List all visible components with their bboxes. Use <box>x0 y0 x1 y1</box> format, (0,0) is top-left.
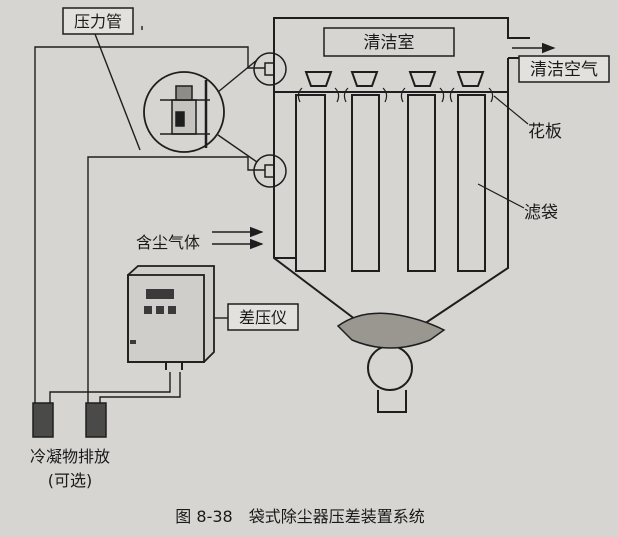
condensate-pot-left <box>32 402 54 438</box>
dusty-gas-label: 含尘气体 <box>136 233 200 252</box>
condensate-pot-right <box>85 402 107 438</box>
tap-fitting-detail <box>160 80 210 148</box>
dp-meter-label-box <box>227 303 299 331</box>
tap-zoom-circle-lower <box>253 154 287 188</box>
inlet-arrows <box>212 226 264 250</box>
flower-plate-label: 花板 <box>528 122 562 142</box>
dp-meter-display <box>146 289 174 299</box>
clean-air-label-box <box>518 55 610 83</box>
nozzle-1 <box>304 71 333 87</box>
condensate-label: 冷凝物排放 <box>30 447 110 466</box>
pressure-pipes <box>34 15 265 403</box>
nozzle-2 <box>350 71 379 87</box>
pressure-pipe-label-box <box>62 7 134 35</box>
figure-caption: 图 8-38 袋式除尘器压差装置系统 <box>175 507 424 526</box>
pressure-pipe-label: 压力管 <box>74 12 122 31</box>
clean-air-label: 清洁空气 <box>530 60 598 80</box>
clean-room-label: 清洁室 <box>364 33 415 53</box>
dp-meter-button-3 <box>168 306 176 314</box>
housing-outline <box>273 17 530 341</box>
dp-meter-device <box>127 265 215 370</box>
filter-bag-label: 滤袋 <box>524 203 558 223</box>
filter-bag-3 <box>407 94 436 272</box>
nozzle-4 <box>456 71 485 87</box>
filter-bag-leader <box>477 183 525 209</box>
magnifier-leader-lower <box>217 134 258 163</box>
filter-bag-4 <box>457 94 486 272</box>
filter-bag-1 <box>295 94 326 272</box>
dp-meter-button-1 <box>144 306 152 314</box>
pressure-tap-upper <box>264 62 275 76</box>
discharge-outlet <box>377 390 407 413</box>
filter-bag-2 <box>351 94 380 272</box>
detail-magnifier <box>143 71 225 153</box>
dp-meter-button-2 <box>156 306 164 314</box>
clean-room-box <box>323 27 455 57</box>
pulse-jets <box>297 87 494 103</box>
dp-meter-label: 差压仪 <box>239 308 287 327</box>
dp-meter-status-led <box>130 340 136 344</box>
pressure-tap-lower <box>264 164 275 178</box>
optional-label: (可选) <box>48 471 93 490</box>
magnifier-leader-upper <box>217 59 258 93</box>
nozzle-3 <box>408 71 437 87</box>
flower-plate-leader <box>493 95 529 125</box>
discharge-valve <box>367 345 413 391</box>
tap-zoom-circle-upper <box>253 52 287 86</box>
dust-heap <box>336 312 446 349</box>
